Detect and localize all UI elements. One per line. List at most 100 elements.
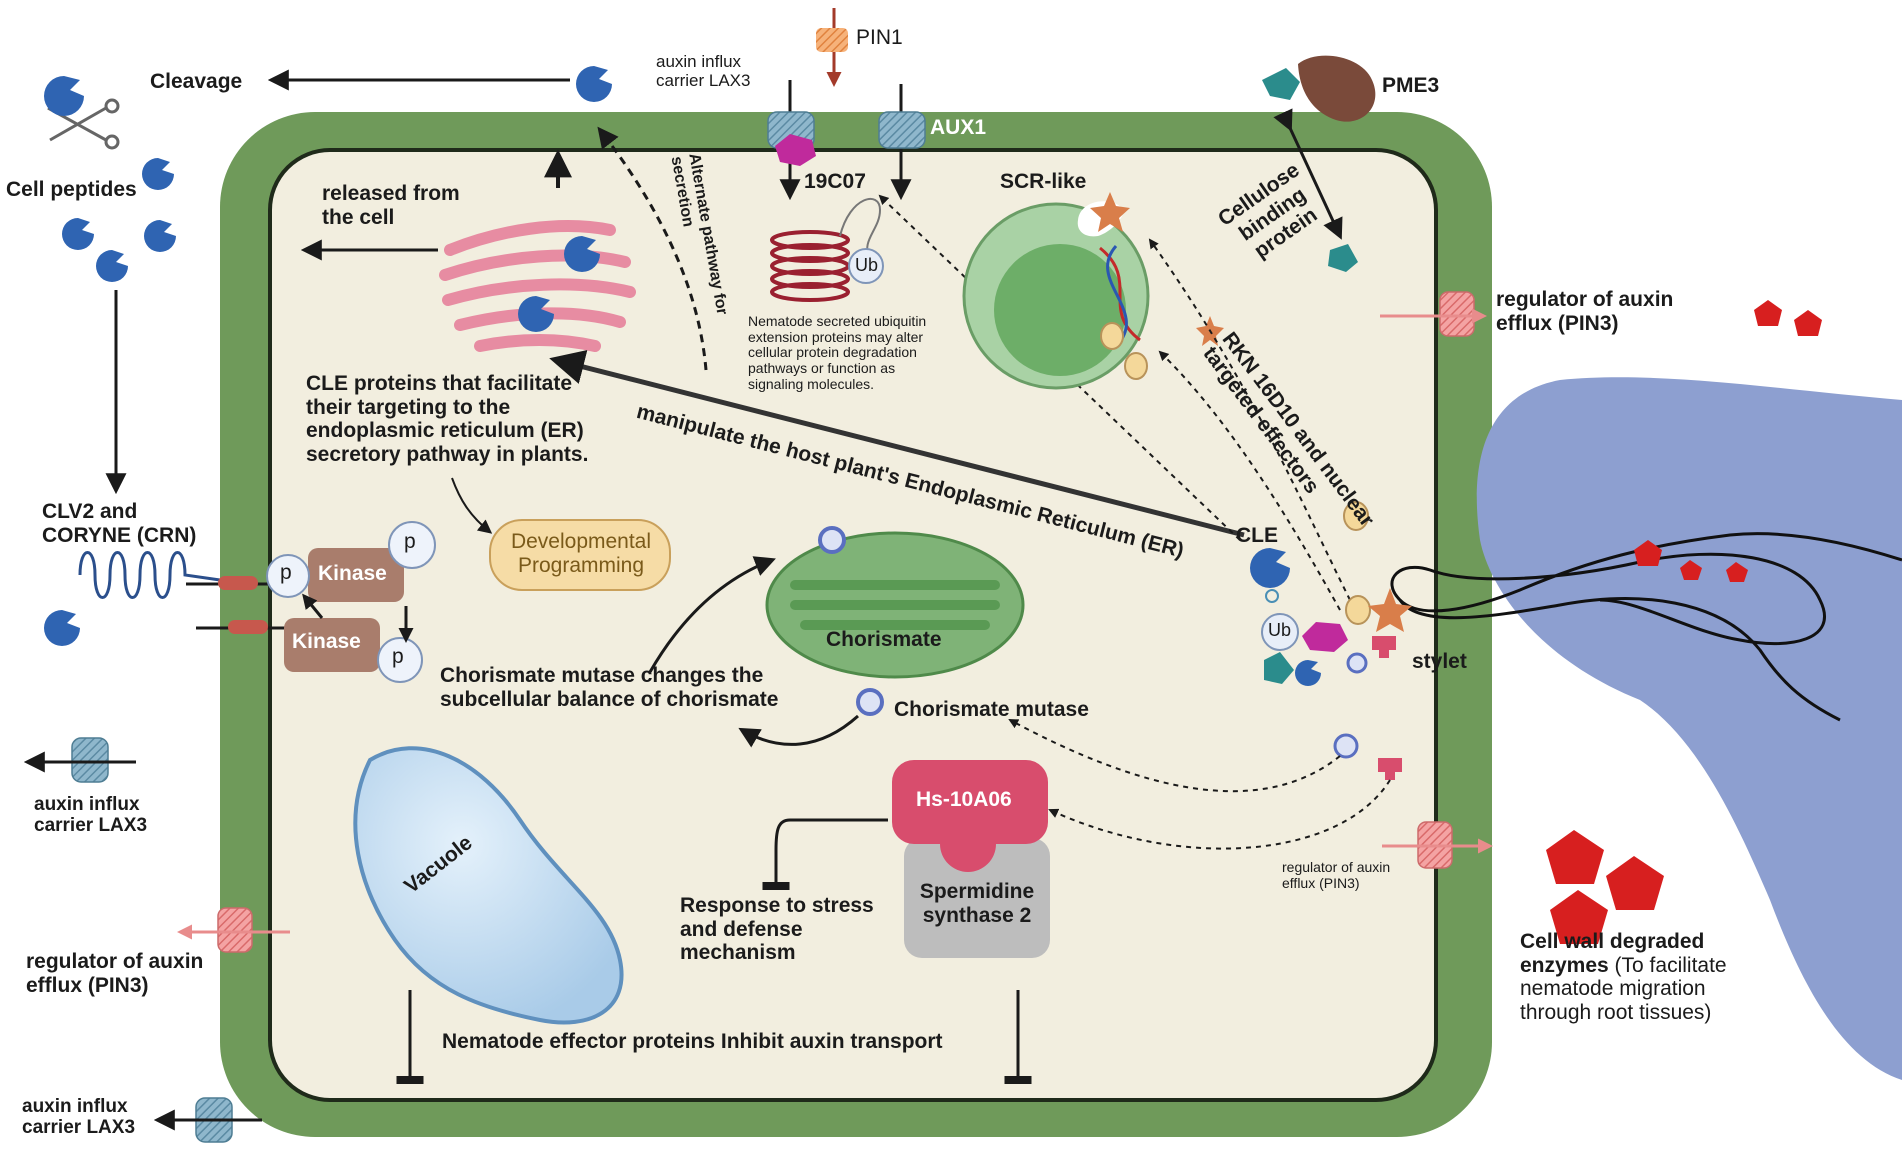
hs10a06-box (892, 760, 1048, 872)
c19c07-label: 19C07 (804, 170, 866, 193)
nucleolus (994, 244, 1126, 376)
rkn-dashed-2 (1158, 350, 1341, 611)
cellulose-binding-shape (1328, 244, 1358, 272)
pme3-teal-part (1262, 68, 1300, 100)
cell-wall-enzymes-title: Cell wall degraded enzymes (1520, 930, 1705, 977)
stylet-label: stylet (1412, 650, 1467, 673)
effector-to-chorismate-dashed (1008, 719, 1341, 793)
cle-ab (1265, 589, 1279, 603)
pink-effector-2 (1378, 758, 1402, 780)
kinase-arrow-2 (302, 593, 324, 619)
lax3-bottom-label: auxin influx carrier LAX3 (22, 1096, 136, 1139)
scr-like-label: SCR-like (1000, 170, 1087, 193)
pme3-cellulose-arrow (1273, 108, 1343, 240)
ub-lower-label: Ub (1268, 620, 1292, 640)
regulator-left-label: regulator of auxin efflux (PIN3) (26, 950, 204, 997)
aux1-label: AUX1 (930, 116, 987, 139)
pin3-right-top (1439, 291, 1475, 337)
phospho-circle-2 (266, 554, 310, 598)
hs10a06-label: Hs-10A06 (916, 788, 1012, 811)
inhibit-auxin-label: Nematode effector proteins Inhibit auxin… (442, 1030, 943, 1053)
ub-circle-lower (1261, 613, 1299, 651)
pin3-left (217, 907, 253, 953)
pin1-transporter (816, 28, 848, 52)
developmental-programming-box (489, 519, 671, 591)
ub-circle-top (848, 248, 884, 284)
phospho-label-1: p (404, 530, 416, 553)
nematode-inner-line (1398, 597, 1841, 722)
alternate-pathway-dashed (597, 126, 708, 371)
er-manipulation-arrow (549, 349, 1245, 538)
cleavage-label: Cleavage (150, 70, 243, 93)
developmental-programming-label: Developmental Programming (510, 530, 652, 577)
nematode-stylet-canal (1390, 532, 1902, 646)
c19c07-effector (775, 134, 816, 166)
nucleus-vesicle-1 (1100, 322, 1124, 350)
phospho-label-2: p (280, 561, 292, 584)
phospho-circle-1 (388, 521, 436, 569)
cell-peptides-label: Cell peptides (6, 178, 137, 201)
cle-proteins-label: CLE proteins that facilitate their targe… (306, 372, 589, 466)
c19c07-dashed-arrow (878, 194, 1241, 541)
regulator-small-label: regulator of auxin efflux (PIN3) (1282, 859, 1391, 891)
chorismate-mutase-circle (856, 688, 884, 716)
phospho-label-3: p (392, 645, 404, 668)
kinase-label-1: Kinase (318, 562, 387, 585)
stylet-vesicle-2 (1345, 595, 1371, 625)
released-label: released from the cell (322, 182, 460, 229)
cell-wall-enzymes-detail: (To facilitate nematode migration throug… (1520, 953, 1727, 1024)
pin1-label: PIN1 (856, 26, 903, 49)
pme3-label: PME3 (1382, 74, 1440, 97)
scr-star (1090, 192, 1130, 232)
clv2-coil (78, 551, 221, 599)
pink-effector-1 (1372, 636, 1396, 658)
small-effector-circle (1346, 652, 1368, 674)
spermidine-synthase-box (904, 838, 1050, 958)
magenta-effector (1302, 622, 1348, 652)
nucleus-vesicle-2 (1124, 352, 1148, 380)
chorismate-mutase-arrow (738, 714, 859, 748)
response-label: Response to stress and defense mechanism (680, 894, 874, 965)
rkn-dashed-1 (1148, 238, 1351, 601)
membrane-receptor-1 (218, 576, 258, 590)
ubiquitin-tail (839, 197, 882, 261)
lax3-left-transporter (71, 737, 109, 783)
chorismate-to-mito-arrow (648, 556, 776, 673)
chorismate-label: Chorismate (826, 628, 942, 651)
stylet-vesicle-1 (1343, 501, 1369, 531)
kinase-box-2 (284, 618, 380, 672)
chorismate-effector-circle (1333, 733, 1359, 759)
chorismate-mutase-label: Chorismate mutase (894, 698, 1089, 721)
chorismate-mutase-changes-label: Chorismate mutase changes the subcellula… (440, 664, 779, 711)
kinase-label-2: Kinase (292, 630, 361, 653)
nematode-head (1476, 377, 1902, 1081)
cle-label: CLE (1236, 524, 1278, 547)
vacuole (353, 746, 624, 1025)
lax3-left-label: auxin influx carrier LAX3 (34, 794, 148, 837)
spermidine-label: Spermidine synthase 2 (919, 880, 1035, 927)
kinase-box-1 (308, 548, 404, 602)
lax3-top-label: auxin influx carrier LAX3 (656, 52, 751, 91)
ub-top-label: Ub (855, 255, 879, 275)
regulator-right-label: regulator of auxin efflux (PIN3) (1496, 288, 1674, 335)
mito-effector-circle (818, 526, 846, 554)
effector-to-hs-dashed (1048, 779, 1391, 850)
golgi-peptides (518, 66, 1321, 686)
peptide-icons (44, 76, 176, 646)
hs-inhibit-line (762, 818, 888, 891)
dna-helix-red (1099, 246, 1141, 342)
pme3-protein (1298, 55, 1376, 122)
teal-effector (1264, 652, 1294, 684)
nematode-effectors (1634, 300, 1822, 582)
cell-wall-enzymes-note: Cell wall degraded enzymes (To facilitat… (1520, 930, 1760, 1024)
aux1-transporter (878, 111, 926, 149)
ubiquitin-note: Nematode secreted ubiquitin extension pr… (748, 313, 927, 392)
clv2-label: CLV2 and CORYNE (CRN) (42, 500, 197, 547)
stylet-star (1368, 588, 1412, 632)
dna-helix-blue (1106, 245, 1128, 345)
cle-to-dev-arrow (451, 477, 493, 534)
cwdes-pentagons (1546, 830, 1664, 944)
mitochondrion-cristae (790, 580, 1000, 630)
membrane-receptor-2 (228, 620, 268, 634)
